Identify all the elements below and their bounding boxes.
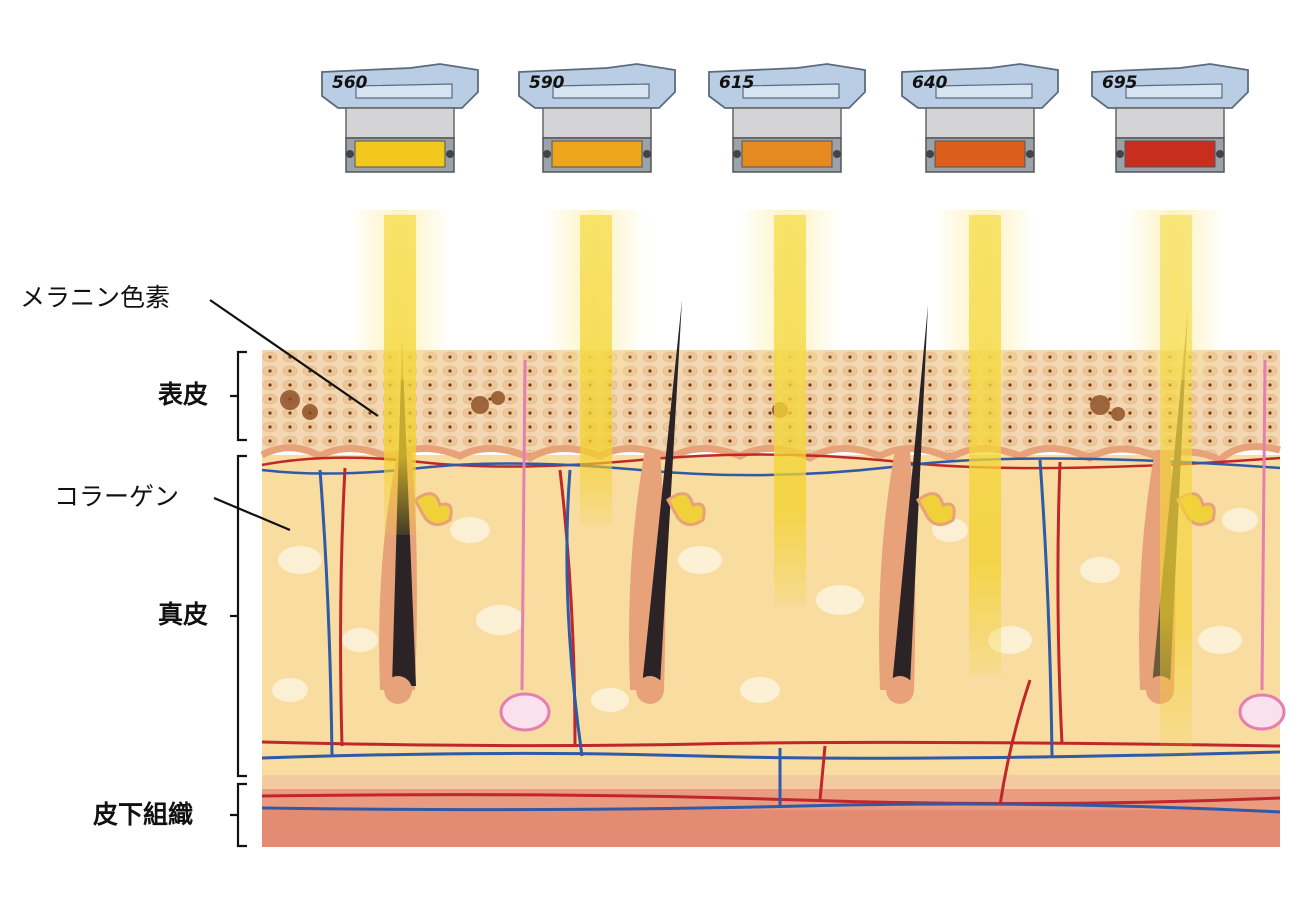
- handpiece-body: [1115, 107, 1225, 139]
- sweat-glands: [499, 359, 1286, 732]
- handpiece-screw: [833, 150, 841, 158]
- handpiece-screw: [543, 150, 551, 158]
- handpiece-590: 590: [518, 63, 676, 173]
- layer-brackets: [209, 299, 379, 848]
- wavelength-label: 695: [1102, 73, 1138, 93]
- handpiece-screw: [926, 150, 934, 158]
- handpiece-screw: [446, 150, 454, 158]
- light-beams: [350, 210, 1225, 755]
- handpiece-695: 695: [1091, 63, 1249, 173]
- filter-window-615: [741, 140, 833, 168]
- handpiece-vent: [552, 83, 650, 99]
- ipl-handpieces: 560 590 615 640 695: [321, 63, 1249, 173]
- handpiece-vent: [1125, 83, 1223, 99]
- handpiece-vent: [935, 83, 1033, 99]
- handpiece-615: 615: [708, 63, 866, 173]
- handpiece-screw: [1216, 150, 1224, 158]
- handpiece-body: [925, 107, 1035, 139]
- wavelength-label: 640: [912, 73, 948, 93]
- collagen-leader-line: [213, 496, 291, 532]
- handpiece-vent: [742, 83, 840, 99]
- subcutaneous-label: 皮下組織: [93, 800, 194, 829]
- handpiece-body: [345, 107, 455, 139]
- collagen-label: コラーゲン: [54, 482, 180, 511]
- handpiece-screw: [346, 150, 354, 158]
- handpiece-body: [732, 107, 842, 139]
- subcutaneous-bracket: [230, 782, 247, 848]
- vertical-vessels: [318, 459, 1064, 808]
- handpiece-body: [542, 107, 652, 139]
- handpiece-screw: [733, 150, 741, 158]
- handpiece-screw: [643, 150, 651, 158]
- wavelength-label: 590: [529, 73, 565, 93]
- melanin-leader-line: [209, 299, 379, 417]
- handpiece-640: 640: [901, 63, 1059, 173]
- handpiece-screw: [1116, 150, 1124, 158]
- handpiece-screw: [1026, 150, 1034, 158]
- handpiece-vent: [355, 83, 453, 99]
- filter-window-560: [354, 140, 446, 168]
- epidermis-label: 表皮: [158, 380, 209, 409]
- epidermis-bracket: [230, 350, 247, 442]
- filter-window-695: [1124, 140, 1216, 168]
- filter-window-590: [551, 140, 643, 168]
- wavelength-label: 615: [719, 73, 755, 93]
- melanin-label: メラニン色素: [20, 283, 171, 312]
- wavelength-label: 560: [332, 73, 368, 93]
- dermis-bracket: [230, 454, 247, 778]
- sebaceous-glands: [413, 492, 1216, 526]
- dermis-label: 真皮: [158, 600, 209, 629]
- filter-window-640: [934, 140, 1026, 168]
- handpiece-560: 560: [321, 63, 479, 173]
